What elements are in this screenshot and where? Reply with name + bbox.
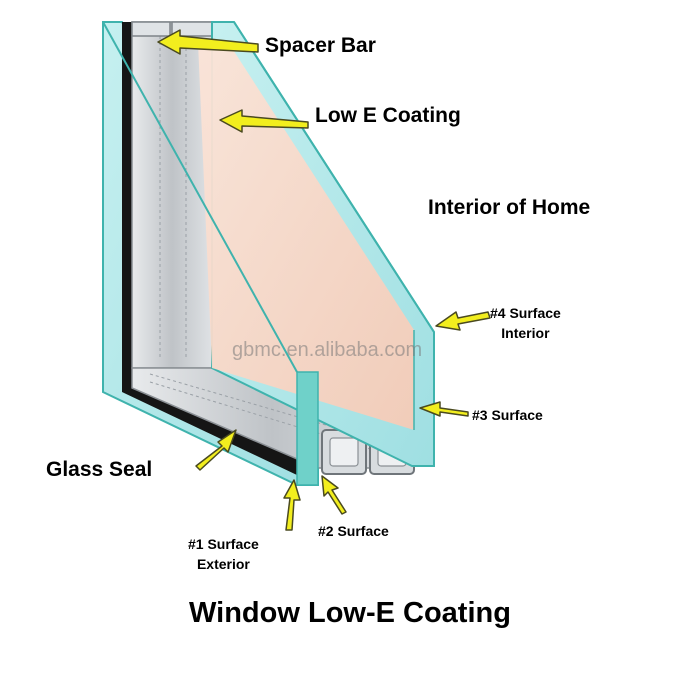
label-surface-4-line1: #4 Surface (490, 305, 561, 321)
spacer-top-left (131, 21, 171, 37)
glass-seal-arrow (195, 429, 237, 471)
surface1-arrow (283, 479, 301, 531)
surface3-arrow (419, 401, 469, 417)
surface4-arrow (435, 311, 491, 331)
label-low-e-coating: Low E Coating (315, 104, 461, 127)
label-surface-1: #1 Surface Exterior (188, 534, 259, 575)
label-glass-seal: Glass Seal (46, 458, 153, 481)
watermark-text: gbmc.en.alibaba.com (232, 339, 423, 361)
label-surface-2: #2 Surface (318, 523, 389, 539)
surface2-arrow (321, 475, 347, 515)
label-surface-4-line2: Interior (501, 325, 550, 342)
label-surface-1-line1: #1 Surface (188, 536, 259, 552)
spacer-bar-arrow (157, 29, 259, 55)
label-surface-4: #4 Surface Interior (490, 303, 561, 344)
label-surface-1-line2: Exterior (196, 556, 250, 573)
label-spacer-bar: Spacer Bar (265, 34, 376, 57)
diagram-title: Window Low-E Coating (189, 597, 511, 629)
low-e-arrow (219, 109, 309, 133)
low-e-coating (198, 42, 414, 430)
label-interior-of-home: Interior of Home (428, 196, 591, 219)
label-surface-3: #3 Surface (472, 407, 543, 423)
